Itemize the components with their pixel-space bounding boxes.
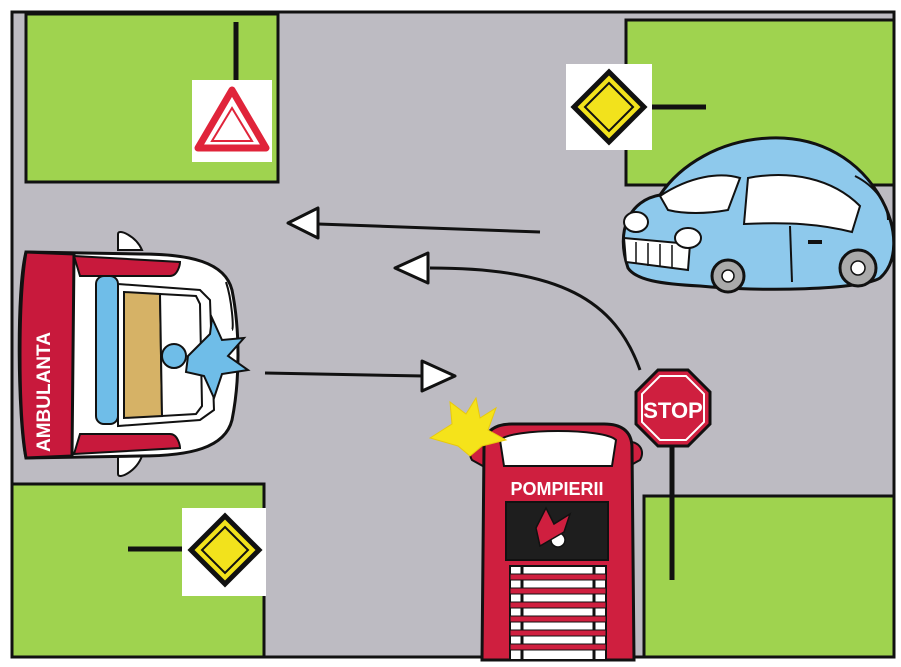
grass-top-right <box>624 18 896 187</box>
ladder <box>509 565 607 661</box>
fire-truck-icon: POMPIERII <box>468 422 644 662</box>
stop-sign-label: STOP <box>643 398 703 423</box>
car-icon <box>621 136 896 294</box>
direction-arrow-icon-car-straight <box>286 206 541 240</box>
priority-road-sign-icon <box>566 64 706 150</box>
grass-bottom-right <box>642 494 896 659</box>
firetruck-label: POMPIERII <box>510 479 603 499</box>
siren-flash-icon <box>428 396 508 457</box>
ambulance-label: AMBULANTA <box>34 332 55 452</box>
priority-road-sign-icon-bottom <box>128 508 266 596</box>
ambulance-icon: AMBULANTA <box>17 231 251 477</box>
stop-sign-icon: STOP <box>634 368 712 580</box>
direction-arrow-icon-firetruck-left <box>393 251 642 371</box>
yield-sign-icon <box>192 22 272 162</box>
direction-arrow-icon-ambulance-straight <box>264 359 457 393</box>
